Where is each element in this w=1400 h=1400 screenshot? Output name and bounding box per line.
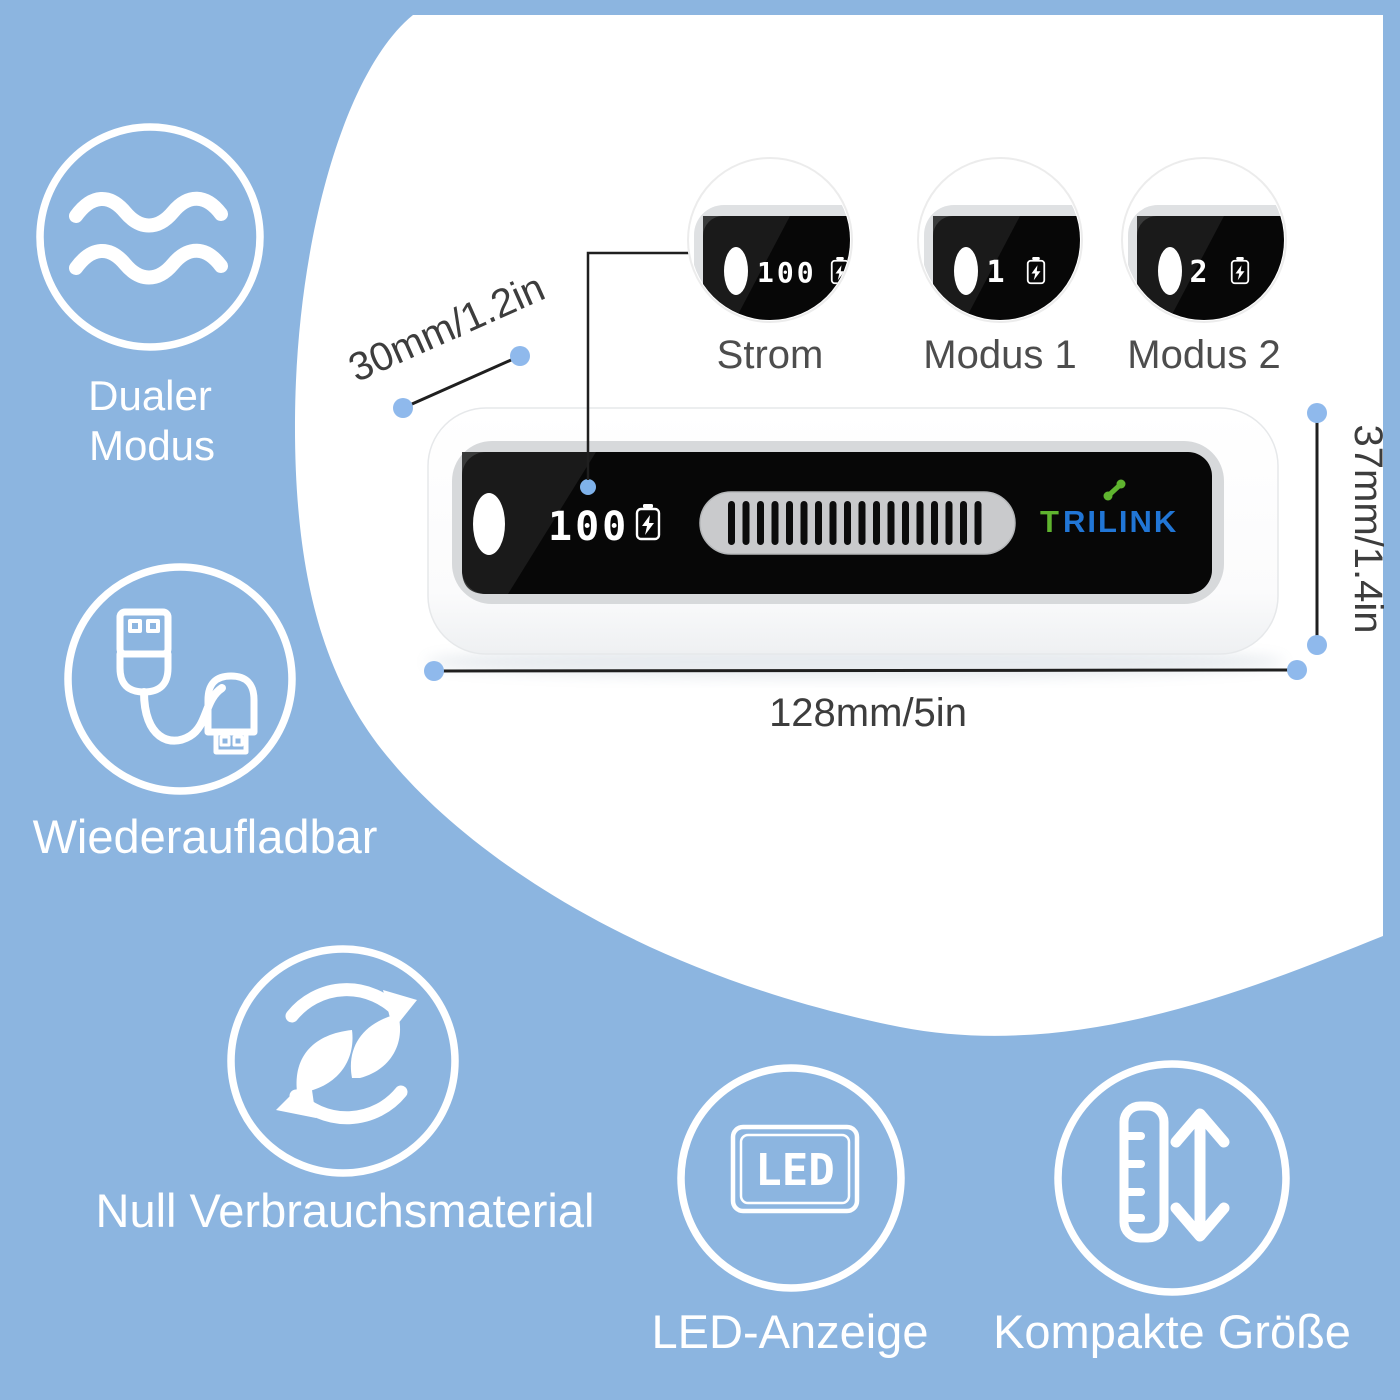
waves-icon [69, 191, 228, 285]
vent-slots [728, 501, 982, 545]
callout-modus-1: 1 Modus 1 [917, 157, 1083, 377]
feature-compact-size: Kompakte Größe [993, 1060, 1351, 1358]
power-button[interactable] [473, 493, 505, 555]
feature-circle [36, 123, 264, 351]
feature-circle [64, 563, 296, 795]
feature-zero-consumables: Null Verbrauchsmaterial [96, 945, 595, 1237]
feature-label: LED-Anzeige [652, 1305, 929, 1358]
feature-label-line1: Dualer [88, 372, 212, 419]
feature-label: Kompakte Größe [993, 1305, 1351, 1358]
feature-led-display: LED LED-Anzeige [652, 1064, 929, 1358]
device: 100 T RILINK [425, 407, 1285, 678]
screen-reflection [462, 452, 596, 594]
logo-first-letter: T [1040, 504, 1061, 539]
leaf-left [296, 1030, 353, 1092]
callout-label: Modus 2 [1127, 333, 1280, 377]
callout-label: Modus 1 [923, 333, 1076, 377]
logo-link-icon [1103, 479, 1126, 501]
feature-circle [1054, 1060, 1290, 1296]
feature-circle [677, 1064, 905, 1292]
led-icon-text: LED [755, 1145, 834, 1196]
power-indicator-dot [580, 479, 596, 495]
dimension-dot [1307, 403, 1327, 423]
leaf-right [350, 1014, 401, 1078]
dimension-height-label: 37mm/1.4in [1346, 425, 1390, 634]
dimension-dot [510, 346, 530, 366]
feature-circle [227, 945, 459, 1177]
feature-label: Wiederaufladbar [33, 810, 378, 863]
callout-leader-line [586, 251, 689, 480]
dimension-dot [1307, 635, 1327, 655]
recycle-leaves-icon [276, 983, 417, 1125]
callout-modus-2: 2 Modus 2 [1121, 157, 1287, 377]
ruler-height-icon [1119, 1101, 1230, 1243]
feature-rechargeable: Wiederaufladbar [33, 563, 378, 863]
feature-dual-mode: Dualer Modus [36, 123, 264, 469]
callout-display-value: 1 [986, 255, 1007, 290]
led-display-icon: LED [730, 1124, 860, 1214]
trilink-logo: T RILINK [1040, 479, 1178, 539]
callout-display-value: 100 [757, 256, 817, 289]
dimension-width-label: 128mm/5in [769, 691, 967, 735]
usb-cables-icon [116, 608, 258, 755]
dimension-dot [393, 398, 413, 418]
dimension-width: 128mm/5in [424, 660, 1307, 735]
feature-label-line2: Modus [89, 422, 215, 469]
dimension-dot [424, 661, 444, 681]
display-value: 100 [548, 504, 629, 550]
dimension-height: 37mm/1.4in [1307, 403, 1390, 655]
callout-label: Strom [717, 333, 824, 377]
dimension-line [433, 668, 1298, 673]
dimension-line [402, 354, 521, 410]
callout-display-value: 2 [1189, 255, 1210, 290]
logo-rest: RILINK [1063, 504, 1178, 539]
feature-label: Null Verbrauchsmaterial [96, 1184, 595, 1237]
dimension-dot [1287, 660, 1307, 680]
